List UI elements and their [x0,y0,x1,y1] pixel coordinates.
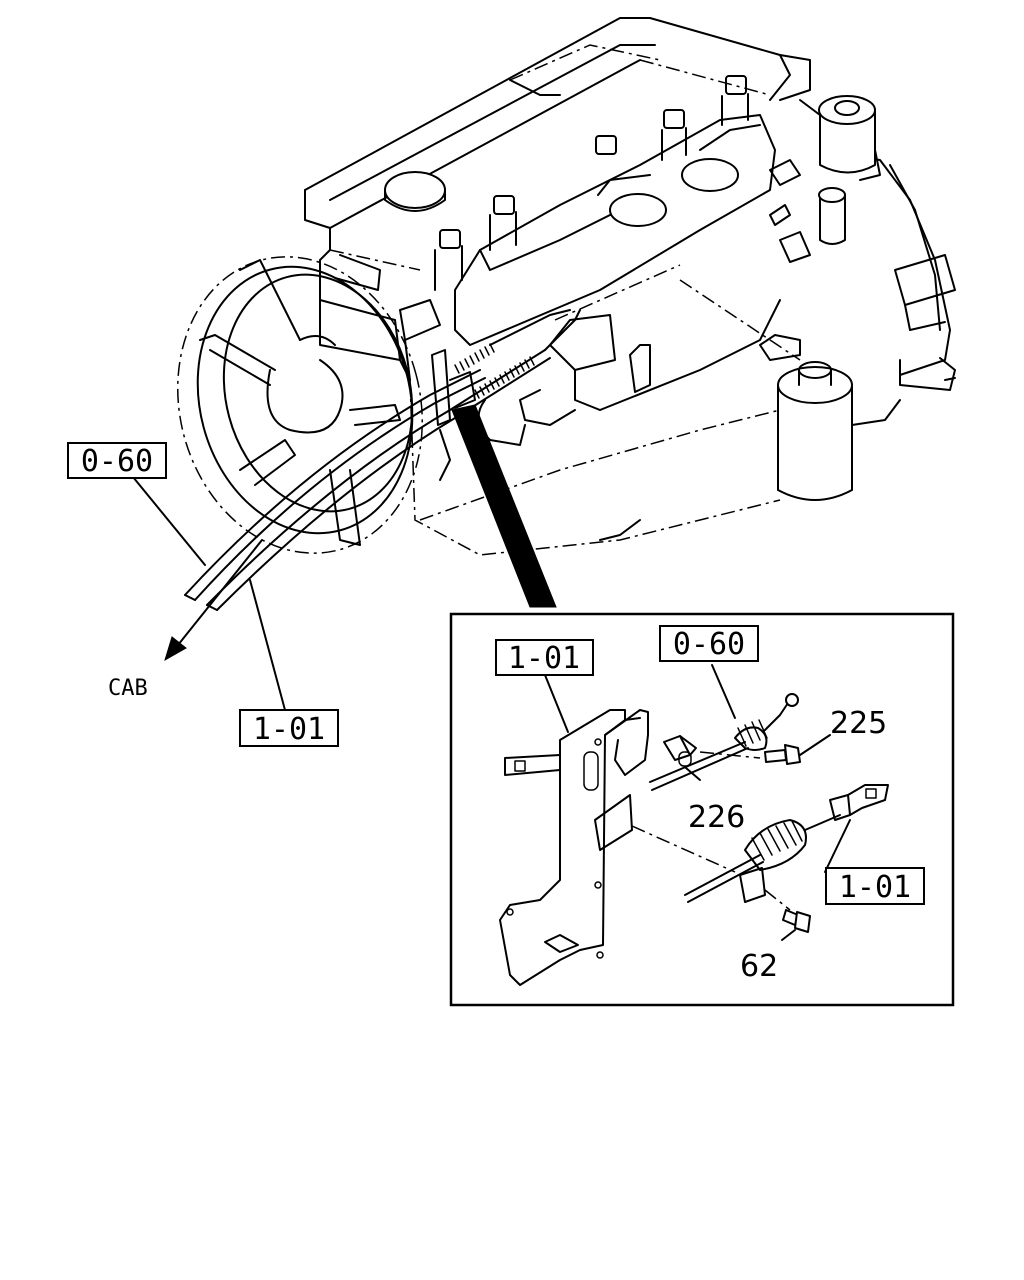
leader-detail-1-01-right [824,819,851,873]
ref-1-01-detail-right-text: 1-01 [839,870,911,905]
ref-box-1-01-main: 1-01 [239,709,339,747]
detail-cable-lower [684,784,889,911]
leader-detail-0-60 [711,664,736,719]
detail-pointer [451,404,557,608]
engine-block-drawing [177,17,956,556]
bolt-225 [764,734,831,765]
ref-box-0-60-detail: 0-60 [659,625,759,662]
detail-bracket-drawing [499,709,736,986]
ref-0-60-main-text: 0-60 [81,444,153,479]
ref-1-01-main-text: 1-01 [253,712,325,747]
ref-1-01-detail-left-text: 1-01 [508,641,580,676]
part-number-226: 226 [688,800,745,835]
bolt-62 [781,909,811,941]
part-number-225: 225 [830,706,887,741]
leader-0-60 [132,476,206,566]
part-number-62: 62 [740,949,778,984]
leader-1-01 [249,579,286,711]
control-cables [184,309,581,611]
detail-cable-upper [649,693,799,791]
detail-frame [449,612,955,1007]
ref-box-1-01-detail-right: 1-01 [825,867,925,905]
leader-226 [685,767,701,781]
ref-box-1-01-detail-left: 1-01 [495,639,594,676]
cab-label: CAB [108,676,148,701]
ref-box-0-60-main: 0-60 [67,442,167,479]
ref-0-60-detail-text: 0-60 [673,627,745,662]
leader-detail-1-01-left [544,674,569,733]
cab-arrow [164,539,263,662]
